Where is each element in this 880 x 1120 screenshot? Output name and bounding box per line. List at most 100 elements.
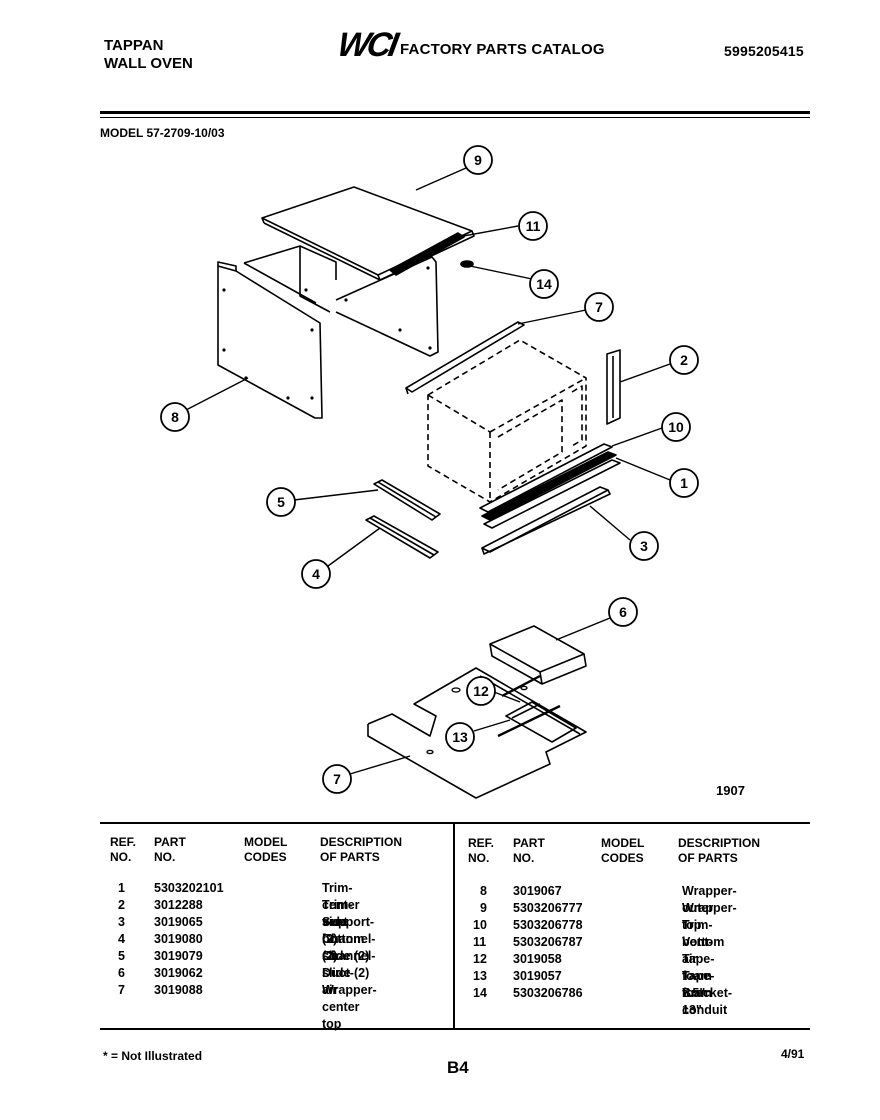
part-desc: Channel-slide (2)	[322, 932, 376, 963]
part-no: 3019079	[154, 949, 203, 963]
part-channel-slide-4	[365, 515, 439, 559]
ref-no: 7	[118, 983, 125, 997]
ref-no: 8	[480, 884, 487, 898]
callout-3-label: 3	[640, 538, 648, 554]
header-codes-right: MODEL CODES	[601, 836, 645, 865]
callout-7b: 7	[322, 764, 352, 794]
part-desc: Tape-foam 13"	[682, 969, 715, 1017]
ref-no: 11	[473, 935, 487, 949]
callout-14: 14	[529, 269, 559, 299]
part-no: 5303206787	[513, 935, 583, 949]
part-no: 3019057	[513, 969, 562, 983]
table-bottom-rule	[100, 1028, 810, 1030]
header-rule-thin	[100, 117, 810, 118]
part-wrapper-center-top	[367, 667, 587, 799]
ref-no: 6	[118, 966, 125, 980]
part-no: 3019065	[154, 915, 203, 929]
part-trim-bottom	[479, 443, 621, 529]
part-bracket-conduit	[460, 260, 474, 268]
part-tape-foam	[497, 674, 561, 738]
part-desc: Wrapper-outer	[682, 884, 737, 915]
callout-1: 1	[669, 468, 699, 498]
part-no: 5303206778	[513, 918, 583, 932]
callout-9: 9	[463, 145, 493, 175]
part-no: 3019080	[154, 932, 203, 946]
revision-date: 4/91	[781, 1047, 805, 1061]
header-part-left: PART NO.	[154, 835, 186, 864]
leader-lines	[185, 167, 671, 775]
ref-no: 14	[473, 986, 487, 1000]
callout-10: 10	[661, 412, 691, 442]
part-channel-slide-5	[373, 479, 441, 521]
part-desc: Tape-foam 7.5"	[682, 952, 715, 1000]
part-no: 5303202101	[154, 881, 224, 895]
callout-8-label: 8	[171, 409, 179, 425]
part-duct-air	[489, 625, 587, 685]
part-desc: Trim-center vent	[322, 881, 360, 929]
callout-14-label: 14	[536, 276, 552, 292]
header-ref-left: REF. NO.	[110, 835, 137, 864]
header-codes-left: MODEL CODES	[244, 835, 288, 864]
callout-11-label: 11	[526, 218, 541, 234]
part-wrapper-outer	[217, 245, 439, 419]
callout-12-label: 12	[473, 683, 489, 699]
ref-no: 12	[473, 952, 487, 966]
panel-screws	[222, 266, 432, 400]
ref-no: 4	[118, 932, 125, 946]
part-desc: Vent-air	[682, 935, 713, 966]
part-no: 3019088	[154, 983, 203, 997]
part-no: 3012288	[154, 898, 203, 912]
callout-13-label: 13	[452, 729, 468, 745]
callout-12: 12	[466, 676, 496, 706]
part-wrapper-top	[261, 186, 475, 281]
exploded-parts-diagram: 9 11 14 7 2 8 10 1 5 3 4 6 12 13 7	[160, 145, 699, 799]
oven-box-dashed	[427, 339, 587, 503]
ref-no: 1	[118, 881, 125, 895]
callout-5-label: 5	[277, 494, 285, 510]
callout-6-label: 6	[619, 604, 627, 620]
plate-holes	[426, 685, 528, 755]
part-desc: Support-bottom (2)	[322, 915, 375, 963]
ref-no: 10	[473, 918, 487, 932]
callout-7a: 7	[584, 292, 614, 322]
callout-8: 8	[160, 402, 190, 432]
callout-2-label: 2	[680, 352, 688, 368]
ref-no: 3	[118, 915, 125, 929]
header-desc-left: DESCRIPTION OF PARTS	[320, 835, 403, 864]
part-desc: Bracket-conduit	[682, 986, 733, 1017]
header-part-right: PART NO.	[513, 836, 545, 865]
header-rule-thick	[100, 111, 810, 114]
part-no: 5303206786	[513, 986, 583, 1000]
part-trim-center-vent	[405, 321, 525, 395]
part-support-bottom	[481, 486, 611, 555]
header-ref-right: REF. NO.	[468, 836, 495, 865]
table-top-rule	[100, 822, 810, 824]
model-number: MODEL 57-2709-10/03	[100, 126, 225, 140]
part-desc: Duct-air	[322, 966, 354, 997]
part-no: 3019058	[513, 952, 562, 966]
ref-no: 2	[118, 898, 125, 912]
brand-line-1: TAPPAN	[104, 37, 164, 54]
callout-9-label: 9	[474, 152, 482, 168]
ref-no: 5	[118, 949, 125, 963]
part-desc: Trim-bottom	[682, 918, 725, 949]
catalog-title: FACTORY PARTS CATALOG	[400, 41, 605, 58]
callout-7a-label: 7	[595, 299, 603, 315]
callout-7b-label: 7	[333, 771, 341, 787]
callout-4: 4	[301, 559, 331, 589]
callout-2: 2	[669, 345, 699, 375]
part-desc: Wrapper-top	[682, 901, 737, 932]
part-desc: Channel-slide (2)	[322, 949, 376, 980]
ref-no: 13	[473, 969, 487, 983]
part-no: 3019062	[154, 966, 203, 980]
callout-13: 13	[445, 722, 475, 752]
callout-11: 11	[518, 211, 548, 241]
callout-10-label: 10	[668, 419, 684, 435]
brand-line-2: WALL OVEN	[104, 55, 193, 72]
not-illustrated-note: * = Not Illustrated	[103, 1049, 203, 1063]
catalog-number: 5995205415	[724, 43, 804, 59]
part-no: 5303206777	[513, 901, 583, 915]
page-number: B4	[447, 1058, 469, 1077]
ref-no: 9	[480, 901, 487, 915]
callout-5: 5	[266, 487, 296, 517]
